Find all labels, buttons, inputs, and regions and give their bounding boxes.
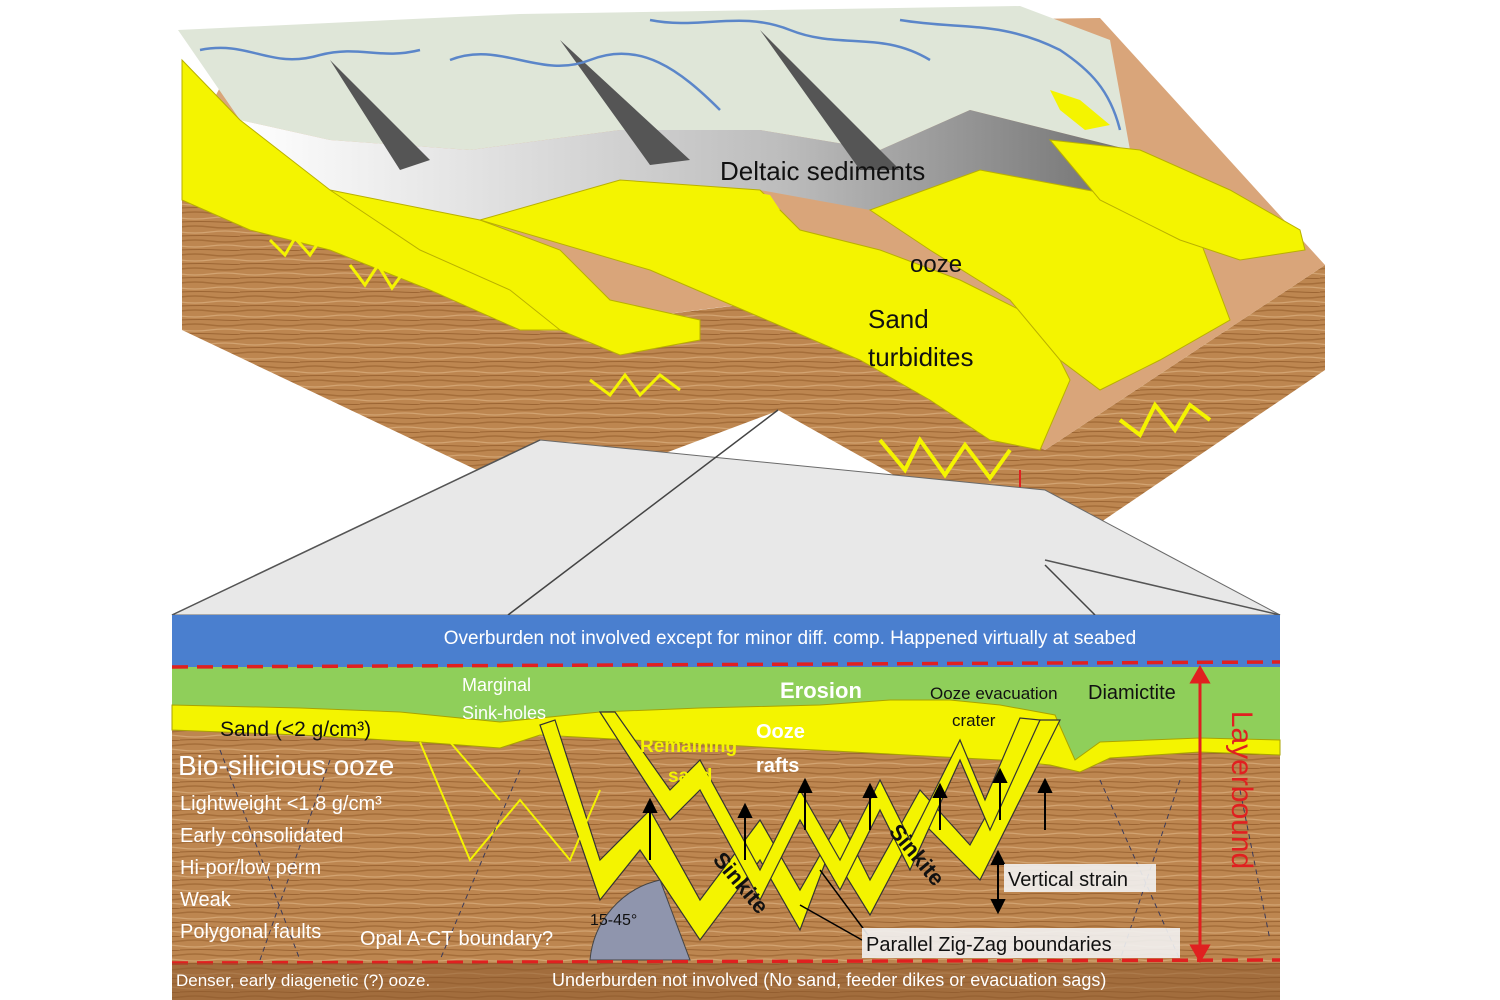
block-zigzag-left xyxy=(268,235,322,258)
canyon-3 xyxy=(760,30,900,170)
marginal-label-1: Marginal xyxy=(462,675,531,695)
sand-lobe-2 xyxy=(329,189,701,356)
cross-section: Overburden not involved except for minor… xyxy=(171,615,1281,1000)
remaining-label-1: Remaining xyxy=(640,736,737,757)
rafts-label-2: rafts xyxy=(756,755,799,777)
sand-lobe-4 xyxy=(868,169,1231,391)
zoom-line-inner-right xyxy=(1044,564,1096,616)
underburden-label: Underburden not involved (No sand, feede… xyxy=(552,970,1106,990)
bio-ooze-label: Bio-silicious ooze xyxy=(178,750,394,781)
sand-turbidites-label-2: turbidites xyxy=(868,342,974,372)
vertical-strain-label: Vertical strain xyxy=(1008,869,1128,891)
block-front-left xyxy=(182,160,540,500)
sand-lobe-5 xyxy=(1048,139,1306,261)
zigzag-box xyxy=(862,928,1180,958)
ooze-label: ooze xyxy=(910,251,962,278)
vertical-strain-arrow xyxy=(990,849,1006,915)
block-zigzag-front xyxy=(589,372,681,398)
property-1: Lightweight <1.8 g/cm³ xyxy=(180,793,382,815)
opal-label: Opal A-CT boundary? xyxy=(360,928,553,950)
diamictite-label: Diamictite xyxy=(1088,682,1176,704)
sand-layer xyxy=(171,699,1281,773)
marginal-label-2: Sink-holes xyxy=(462,703,546,723)
zigzag-pointer-arrows xyxy=(799,869,869,941)
remaining-label-2: sand xyxy=(668,766,712,787)
deltaic-label: Deltaic sediments xyxy=(720,156,925,186)
sand-turbidites-label-1: Sand xyxy=(868,304,929,334)
delta-cliff xyxy=(240,110,1140,220)
river-2 xyxy=(449,52,721,111)
zigzag-label: Parallel Zig-Zag boundaries xyxy=(866,934,1112,956)
property-3: Hi-por/low perm xyxy=(180,857,321,879)
block-zigzag-mid xyxy=(878,436,1012,482)
river-3 xyxy=(649,18,931,62)
property-2: Early consolidated xyxy=(180,825,343,847)
layerbound-arrow xyxy=(1189,664,1211,964)
overburden-layer xyxy=(172,615,1280,667)
rafts-label-1: Ooze xyxy=(756,721,805,743)
top-boundary xyxy=(171,660,1281,669)
evac-label-2: crater xyxy=(952,711,996,730)
zoom-line-left xyxy=(171,439,541,616)
delta-plain xyxy=(178,6,1130,150)
sand-label: Sand (<2 g/cm³) xyxy=(220,718,371,741)
canyon-2 xyxy=(560,40,690,165)
river-4 xyxy=(899,18,1122,131)
uplift-arrows xyxy=(642,767,1053,860)
marginal-fault-lines-2 xyxy=(449,741,501,801)
property-5: Polygonal faults xyxy=(180,921,321,943)
diamictite-layer xyxy=(172,667,1280,760)
denser-label: Denser, early diagenetic (?) ooze. xyxy=(176,971,430,990)
zoom-line-inner-left xyxy=(507,409,779,616)
angle-label: 15-45° xyxy=(590,912,637,929)
zoom-line-right xyxy=(1044,559,1281,616)
river-1 xyxy=(199,46,421,61)
sinkite-band-2 xyxy=(598,711,1041,902)
marginal-fault-lines xyxy=(419,741,601,862)
canyon-1 xyxy=(330,60,430,170)
block-zigzag-right xyxy=(1118,401,1212,439)
block-zigzag-left2 xyxy=(348,262,407,291)
base-boundary xyxy=(171,958,1281,965)
layerbound-label: Layerbound xyxy=(1225,711,1258,869)
sand-lobe-small xyxy=(740,190,780,215)
sand-lobe-small-2 xyxy=(1050,90,1110,130)
evac-label-1: Ooze evacuation xyxy=(930,684,1058,703)
overburden-label: Overburden not involved except for minor… xyxy=(444,628,1136,649)
erosion-label: Erosion xyxy=(780,678,862,703)
vertical-strain-box xyxy=(1004,864,1156,892)
property-4: Weak xyxy=(180,889,232,911)
block-diagram: Deltaic sediments ooze Sand turbidites xyxy=(178,6,1325,560)
underburden-strip xyxy=(172,963,1280,1000)
angle-wedge xyxy=(589,879,691,961)
